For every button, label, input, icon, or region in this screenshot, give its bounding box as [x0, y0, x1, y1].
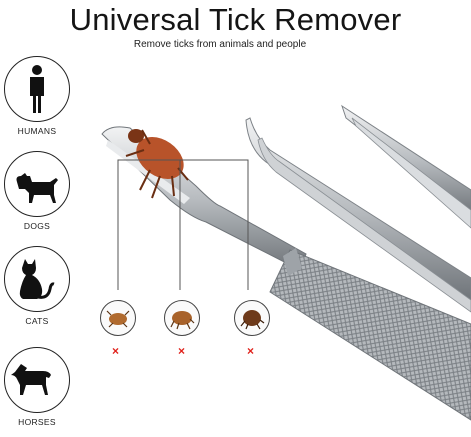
animal-humans: HUMANS	[4, 56, 70, 136]
tick-icon	[106, 310, 130, 328]
tweezers-curved	[245, 117, 471, 313]
cat-icon	[4, 246, 70, 312]
human-icon	[4, 56, 70, 122]
animal-label: DOGS	[23, 221, 51, 231]
knurled-handle	[269, 248, 471, 421]
bug-icon	[240, 310, 265, 330]
animal-dogs: DOGS	[4, 151, 70, 231]
bug-circle-2	[164, 300, 200, 336]
page-subtitle: Remove ticks from animals and people	[133, 39, 307, 50]
flea-icon	[170, 311, 195, 330]
animal-horses: HORSES	[4, 347, 70, 427]
callout-lines	[117, 159, 249, 290]
x-mark-3: ×	[247, 344, 255, 358]
animal-label: HORSES	[18, 417, 56, 427]
page-title: Universal Tick Remover	[69, 2, 402, 37]
animal-cats: CATS	[4, 246, 70, 326]
animal-label: HUMANS	[17, 126, 57, 136]
dog-icon	[4, 151, 70, 217]
tick-icon	[125, 129, 189, 199]
x-mark-2: ×	[178, 344, 186, 358]
x-mark-1: ×	[112, 344, 120, 358]
tick-remover-scoop	[101, 126, 307, 271]
horse-icon	[4, 347, 70, 413]
bug-circle-1	[100, 300, 136, 336]
bug-circle-3	[234, 300, 270, 336]
animal-label: CATS	[25, 316, 49, 326]
tweezers-straight	[341, 104, 471, 229]
